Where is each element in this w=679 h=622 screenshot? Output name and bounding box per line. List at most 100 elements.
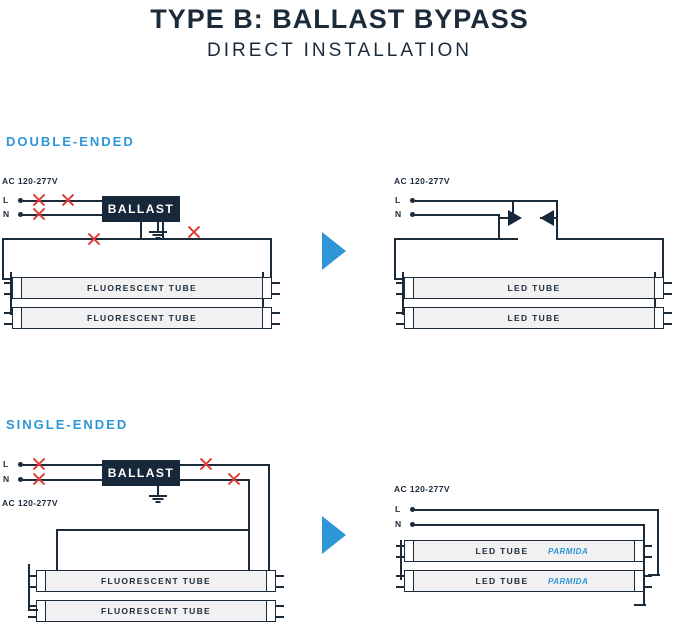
neutral-label: N xyxy=(395,519,402,529)
tube-pin xyxy=(663,293,672,295)
tube-endcap-right xyxy=(654,307,664,329)
tube-endcap-left xyxy=(404,307,414,329)
page-title: TYPE B: BALLAST BYPASS xyxy=(150,4,529,34)
tube-pin xyxy=(28,605,37,607)
wire-line xyxy=(412,509,658,511)
line-label: L xyxy=(395,504,401,514)
page-subtitle: DIRECT INSTALLATION xyxy=(207,40,472,61)
tube-pin xyxy=(4,282,13,284)
ballast-box: BALLAST xyxy=(102,196,180,222)
brand-label: PARMIDA xyxy=(548,577,589,586)
wire-left-jog xyxy=(2,278,14,280)
tube-pin xyxy=(28,575,37,577)
wire-return xyxy=(56,529,250,531)
tube-pin xyxy=(396,293,405,295)
wire-ground xyxy=(157,486,159,496)
tube-fluorescent-1: FLUORESCENT TUBE xyxy=(44,570,268,592)
ground-symbol xyxy=(148,495,168,503)
wire-out-right-down xyxy=(268,464,270,570)
tube-pin xyxy=(271,282,280,284)
tube-label: LED TUBE xyxy=(507,283,561,293)
tube-pin xyxy=(643,586,652,588)
tube-endcap-left xyxy=(12,307,22,329)
tube-pin xyxy=(663,323,672,325)
x-mark xyxy=(31,206,47,222)
wire-line-down xyxy=(657,509,659,575)
wire-out-mid xyxy=(180,479,250,481)
wire-right-jog2 xyxy=(634,604,646,606)
wire-line xyxy=(412,200,512,202)
wire-out-left-riser xyxy=(140,222,142,239)
neutral-label: N xyxy=(395,209,402,219)
wire-neutral xyxy=(412,214,498,216)
wire-neutral xyxy=(20,214,102,216)
tube-label: FLUORESCENT TUBE xyxy=(100,606,212,616)
tube-pin xyxy=(396,556,405,558)
wire-neutral xyxy=(412,524,644,526)
tube-pin xyxy=(275,586,284,588)
tube-endcap-right xyxy=(266,570,276,592)
tube-endcap-right xyxy=(262,307,272,329)
wire-out-mid-riser xyxy=(162,222,164,239)
wire-line xyxy=(20,464,102,466)
wire-left-down xyxy=(2,238,4,278)
tube-label: FLUORESCENT TUBE xyxy=(86,283,198,293)
tube-pin xyxy=(643,575,652,577)
neutral-label: N xyxy=(3,474,10,484)
wire-right-down xyxy=(270,238,272,278)
arrow-right-icon xyxy=(322,232,346,270)
tube-endcap-right xyxy=(266,600,276,622)
wire-right-riser xyxy=(556,200,558,218)
tube-pin xyxy=(396,282,405,284)
tube-pin xyxy=(396,545,405,547)
brand-label: PARMIDA xyxy=(548,547,589,556)
tube-fluorescent-1: FLUORESCENT TUBE xyxy=(20,277,264,299)
wire-ground xyxy=(157,222,159,232)
tube-endcap-left xyxy=(12,277,22,299)
wire-out-right xyxy=(140,238,270,240)
tube-label: LED TUBE xyxy=(475,576,529,586)
tube-label: LED TUBE xyxy=(475,546,529,556)
wire-out-right xyxy=(556,238,662,240)
tube-pin xyxy=(275,605,284,607)
ac-voltage-label: AC 120-277V xyxy=(394,176,450,186)
tube-pin xyxy=(4,312,13,314)
tube-endcap-left xyxy=(36,570,46,592)
x-mark xyxy=(60,192,76,208)
tube-pin xyxy=(396,323,405,325)
tube-endcap-left xyxy=(404,540,414,562)
wire-neutral-down xyxy=(643,524,645,605)
tube-endcap-left xyxy=(404,277,414,299)
tube-fluorescent-2: FLUORESCENT TUBE xyxy=(44,600,268,622)
tube-endcap-right xyxy=(262,277,272,299)
tube-pin xyxy=(28,616,37,618)
wire-top-link xyxy=(498,200,558,202)
tube-label: FLUORESCENT TUBE xyxy=(86,313,198,323)
tube-led-2: LED TUBE xyxy=(412,307,656,329)
ground-symbol xyxy=(148,231,168,239)
section-label-double-ended: DOUBLE-ENDED xyxy=(6,134,135,149)
wire-right-jog xyxy=(648,574,660,576)
line-label: L xyxy=(3,195,9,205)
tube-pin xyxy=(275,616,284,618)
wire-right-down xyxy=(662,238,664,278)
wire-out-top xyxy=(180,464,270,466)
tube-endcap-right xyxy=(634,570,644,592)
wire-left-bus xyxy=(400,540,402,580)
wire-left-bus xyxy=(28,564,30,610)
tube-endcap-left xyxy=(404,570,414,592)
wire-line-riser xyxy=(512,200,514,218)
line-label: L xyxy=(3,459,9,469)
wire-out-left xyxy=(2,238,142,240)
tube-pin xyxy=(271,293,280,295)
tube-fluorescent-2: FLUORESCENT TUBE xyxy=(20,307,264,329)
tube-pin xyxy=(643,556,652,558)
ac-voltage-label: AC 120-277V xyxy=(2,176,58,186)
x-mark xyxy=(31,471,47,487)
wire-connector-right xyxy=(540,217,556,219)
wire-left-bus-jog xyxy=(28,609,38,611)
tube-endcap-right xyxy=(654,277,664,299)
line-label: L xyxy=(395,195,401,205)
tube-pin xyxy=(4,293,13,295)
tube-pin xyxy=(396,586,405,588)
